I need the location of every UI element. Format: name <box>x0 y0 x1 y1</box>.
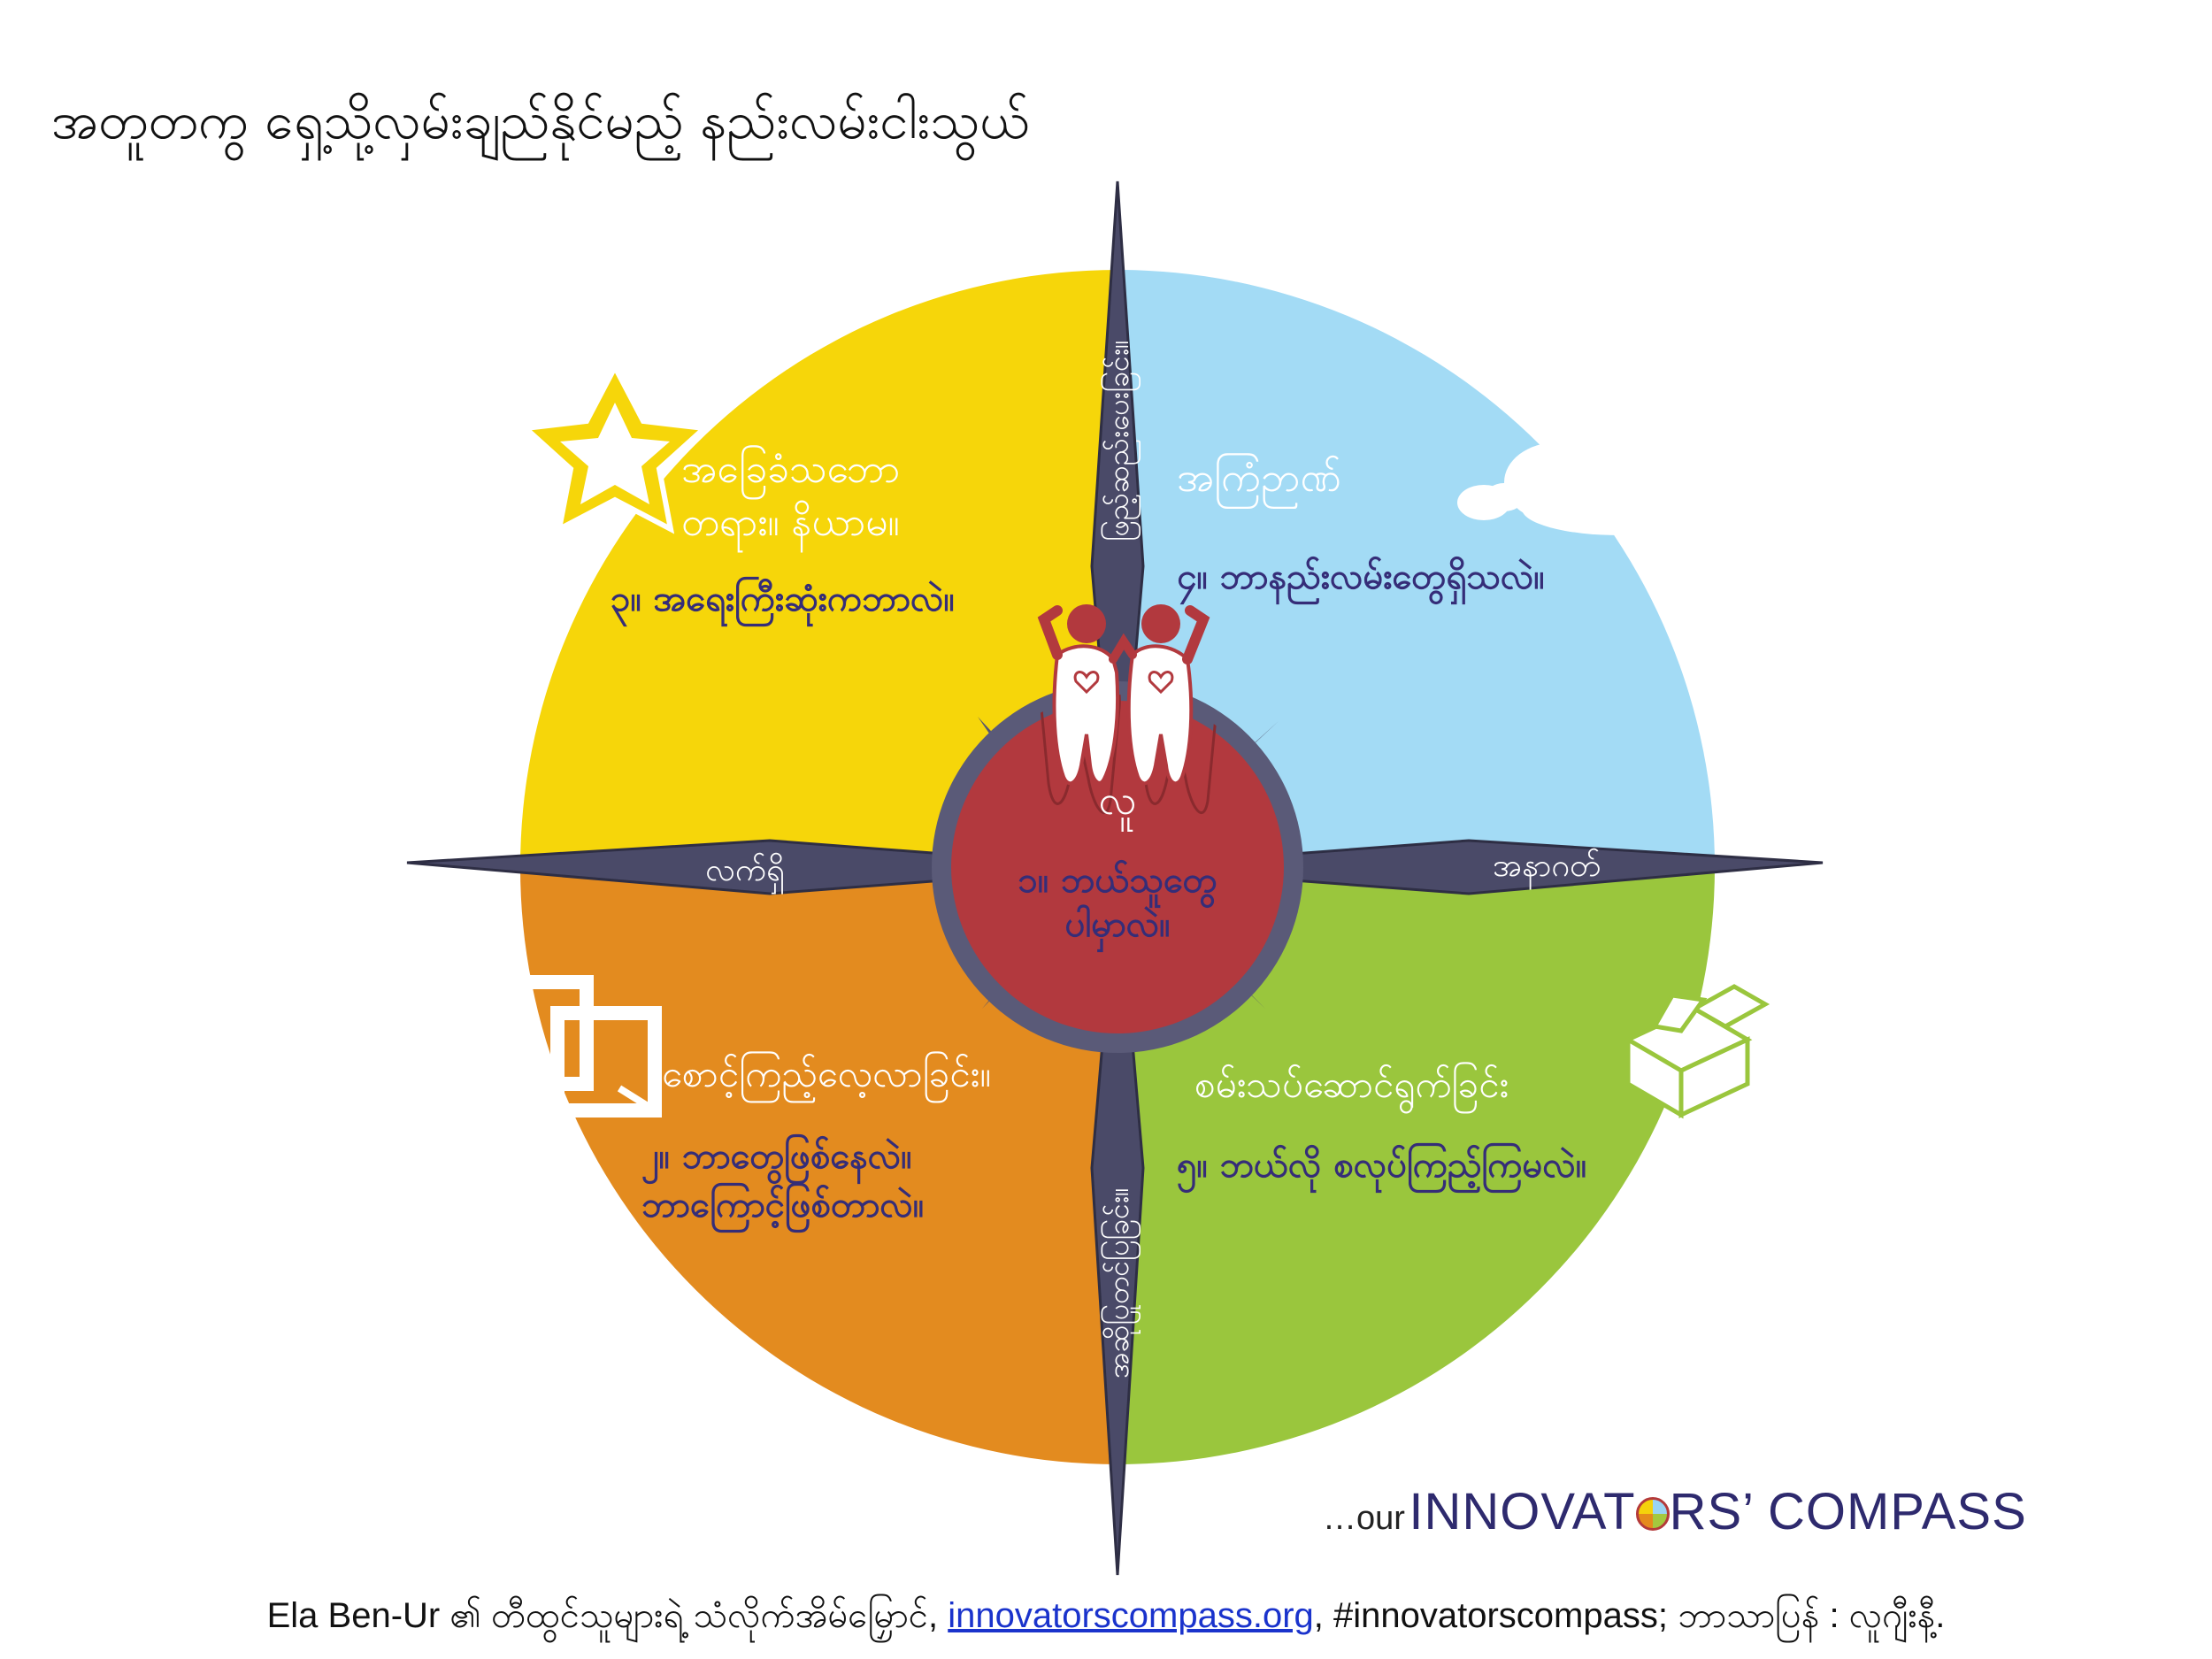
axis-label-bottom: အဆိုပြုတင်ပြခြင်း။ <box>1102 1187 1141 1378</box>
heading-ideas: အကြံဉာဏ် <box>1177 452 1341 510</box>
question-observations-line1: ၂။ ဘာတွေဖြစ်နေလဲ။ <box>641 1134 911 1185</box>
brand-name-part1: INNOVAT <box>1409 1483 1636 1540</box>
heading-principles-line2: တရား။ နိယာမ။ <box>681 500 900 553</box>
footer-credit: Ela Ben-Ur ၏ တီထွင်သူများရဲ့ သံလိုက်အိမ်… <box>0 1593 2212 1645</box>
box-icon <box>1623 984 1770 1119</box>
center-question-line1: ၁။ ဘယ်သူတွေ <box>1018 860 1217 909</box>
footer-link[interactable]: innovatorscompass.org <box>948 1596 1314 1635</box>
question-experiments: ၅။ ဘယ်လို စလုပ်ကြည့်ကြမလဲ။ <box>1177 1143 1586 1194</box>
axis-label-top: ဖြည့်ဆည်းပေးခြင်း။ <box>1102 340 1141 541</box>
question-principles: ၃။ အရေးကြီးဆုံးကဘာလဲ။ <box>611 577 955 627</box>
brand-prefix: …our <box>1323 1500 1405 1537</box>
compass-logo-icon <box>1635 1497 1670 1531</box>
people-icon <box>1038 695 1218 814</box>
compass-hub <box>951 701 1284 1033</box>
heading-observations: စောင့်ကြည့်လေ့လာခြင်း။ <box>662 1051 991 1103</box>
question-ideas: ၄။ ဘာနည်းလမ်းတွေရှိသလဲ။ <box>1177 557 1544 605</box>
star-icon <box>519 361 710 534</box>
footer-text-before: Ela Ben-Ur ၏ တီထွင်သူများရဲ့ သံလိုက်အိမ်… <box>266 1596 949 1635</box>
heading-principles-line1: အခြေခံသဘော <box>681 445 900 500</box>
page-title: အတူတကွ ရှေ့သို့လှမ်းချည်နိုင်မည့် နည်းလမ… <box>51 90 1030 150</box>
axis-label-right: အနာဂတ် <box>1493 848 1601 890</box>
people-figures <box>1037 604 1210 786</box>
heading-experiments: စမ်းသပ်ဆောင်ရွက်ခြင်း <box>1194 1062 1509 1114</box>
footer-text-after: , #innovatorscompass; ဘာသာပြန် : လူဂျီးန… <box>1313 1596 1946 1635</box>
frame-icon <box>478 975 662 1118</box>
center-question-line2: ပါမှာလဲ။ <box>1065 904 1171 953</box>
center-label: လူ <box>1098 776 1136 833</box>
question-observations-line2: ဘာကြောင့်ဖြစ်တာလဲ။ <box>641 1183 924 1233</box>
brand-logo: …our INNOVAT RS’ COMPASS <box>1323 1482 2027 1541</box>
cloud-icon <box>1457 411 1734 535</box>
axis-label-left: လက်ရှိ <box>705 852 785 895</box>
brand-name-part2: RS’ COMPASS <box>1669 1483 2027 1540</box>
